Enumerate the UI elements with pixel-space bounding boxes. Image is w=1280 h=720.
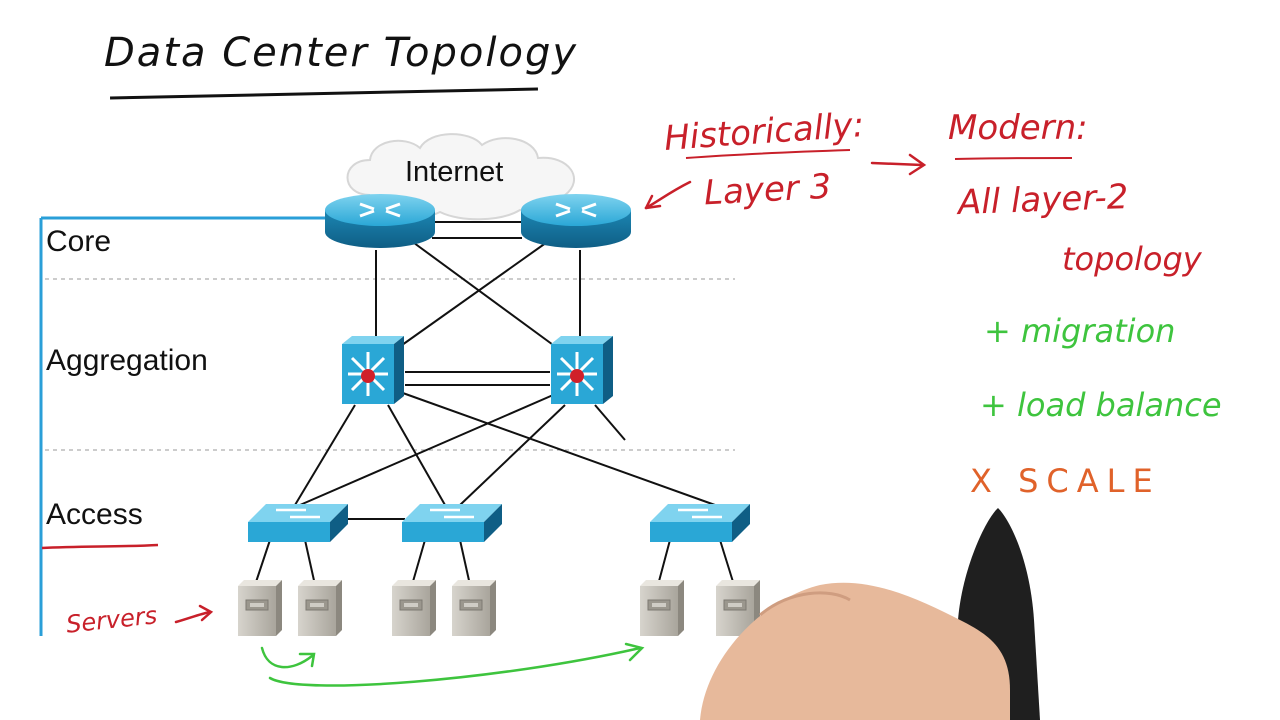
- all-layer2-note: All layer-2: [957, 177, 1129, 223]
- server-icon: [238, 580, 282, 636]
- server-icon: [392, 580, 436, 636]
- router-icon: [521, 194, 631, 248]
- layer-label-access: Access: [46, 498, 143, 531]
- access-underline: [41, 543, 159, 550]
- modern-underline: [954, 157, 1073, 160]
- layer-label-core: Core: [46, 225, 112, 258]
- scale-note: X SCALE: [970, 462, 1161, 500]
- switch-icon: [248, 504, 348, 542]
- topology-note: topology: [1062, 240, 1202, 278]
- multilayer-switch-icon: [342, 336, 404, 404]
- switch-icon: [650, 504, 750, 542]
- server-icon: [298, 580, 342, 636]
- server-icon: [640, 580, 684, 636]
- migration-arrows: [260, 642, 645, 687]
- migration-note: + migration: [984, 312, 1176, 350]
- router-icon: [325, 194, 435, 248]
- hand-with-marker: [700, 508, 1040, 720]
- layer-label-aggregation: Aggregation: [46, 344, 208, 377]
- arrow-icon: [174, 153, 927, 624]
- switch-icon: [402, 504, 502, 542]
- internet-label: Internet: [405, 156, 504, 188]
- multilayer-switch-icon: [551, 336, 613, 404]
- network-links: [254, 221, 735, 586]
- layer3-note: Layer 3: [703, 166, 833, 214]
- historically-underline: [685, 149, 851, 159]
- server-group: [238, 580, 760, 636]
- layer-bracket: [39, 216, 330, 636]
- page-title: Data Center Topology: [104, 30, 579, 76]
- load-balance-note: + load balance: [980, 386, 1222, 424]
- modern-note: Modern:: [948, 108, 1088, 148]
- server-icon: [452, 580, 496, 636]
